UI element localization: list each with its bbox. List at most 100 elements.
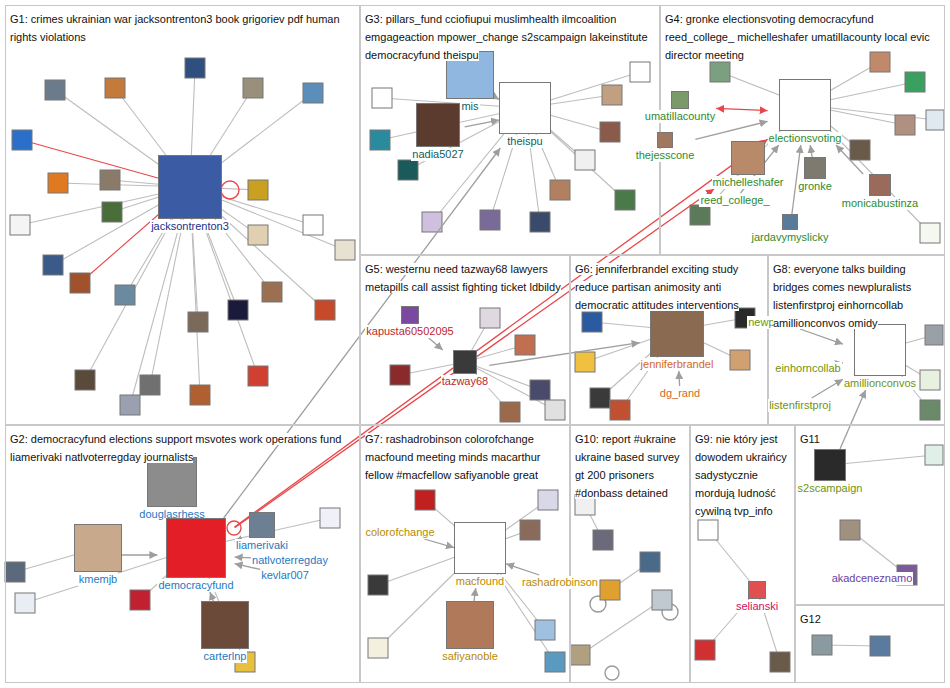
avatar-icon (320, 508, 340, 528)
avatar-icon (48, 173, 68, 193)
edge-connector (235, 189, 714, 528)
avatar-icon (590, 388, 610, 408)
avatar-icon (130, 590, 150, 610)
group-heading: G10: report #ukraine ukraine based surve… (575, 433, 680, 499)
vertex-node: electionsvoting (768, 79, 843, 145)
vertex-node: natlvoterregday (251, 553, 329, 567)
vertex-node: monicabustinza (841, 174, 919, 210)
vertex-node: amillionconvos (843, 324, 917, 390)
avatar-icon (731, 141, 765, 175)
vertex-node: democracyfund (157, 518, 234, 592)
edge-connector (678, 371, 680, 386)
group-panel: G12 (795, 605, 945, 683)
avatar-icon (140, 375, 160, 395)
spoke-line (580, 600, 662, 655)
avatar-icon (615, 190, 635, 210)
vertex-label: kevlar007 (260, 569, 310, 582)
vertex-node: macfound (454, 522, 506, 588)
avatar-icon (454, 522, 506, 574)
group-heading: G5: westernu need tazway68 lawyers metap… (365, 263, 561, 293)
avatar-icon (545, 652, 565, 672)
edge-connector (474, 588, 476, 601)
vertex-label: safiyanoble (441, 650, 499, 663)
edge-connector (235, 139, 768, 527)
group-panel: jenniferbrandeldg_randG6: jenniferbrande… (570, 255, 768, 425)
avatar-icon (515, 335, 535, 355)
vertex-label: electionsvoting (768, 132, 843, 145)
avatar-icon (926, 110, 944, 130)
avatar-icon (812, 635, 832, 655)
avatar-icon (248, 366, 268, 386)
vertex-label: mis (460, 100, 479, 113)
self-loop (221, 181, 239, 199)
avatar-icon (398, 160, 418, 180)
vertex-label: natlvoterregday (251, 554, 329, 567)
vertex-label: monicabustinza (841, 197, 919, 210)
avatar-icon (925, 445, 943, 465)
avatar-icon (600, 122, 620, 142)
vertex-label: rashadrobinson (521, 576, 599, 589)
avatar-icon (15, 593, 35, 613)
vertex-node: douglasrhess (138, 457, 205, 521)
group-panel: douglasrhessliamerivakinatlvoterregdayke… (5, 425, 360, 683)
avatar-icon (804, 157, 826, 179)
avatar-icon (158, 155, 222, 219)
edge-connector (840, 390, 866, 449)
avatar-icon (652, 590, 672, 610)
edge-connector (810, 145, 812, 157)
vertex-label: kmemjb (78, 573, 119, 586)
avatar-icon (575, 352, 595, 372)
avatar-icon (372, 88, 392, 108)
vertex-label: selianski (735, 600, 779, 613)
vertex-node: gronke (797, 157, 833, 193)
avatar-icon (582, 312, 602, 332)
avatar-icon (779, 79, 831, 131)
avatar-icon (535, 620, 555, 640)
avatar-icon (75, 370, 95, 390)
vertex-label: einhorncollab (774, 362, 841, 375)
edge-connector (235, 556, 251, 558)
avatar-icon (45, 80, 65, 100)
vertex-label: umatillacounty (644, 110, 716, 123)
avatar-icon (368, 575, 388, 595)
avatar-icon (190, 385, 210, 405)
vertex-node: thejesscone (635, 132, 696, 162)
edge-connector (424, 539, 454, 548)
vertex-label: gronke (797, 180, 833, 193)
vertex-label: amillionconvos (843, 377, 917, 390)
vertex-node: kapusta60502095 (365, 306, 454, 338)
avatar-icon (315, 300, 335, 320)
avatar-icon (920, 400, 940, 420)
vertex-label: nadia5027 (411, 148, 464, 161)
group-heading: G8: everyone talks building bridges come… (773, 263, 911, 329)
group-heading: G2: democracyfund elections support msvo… (10, 433, 341, 463)
vertex-label: michelleshafer (712, 176, 785, 189)
vertex-node: einhorncollab (774, 361, 841, 375)
group-heading: G12 (800, 613, 821, 625)
avatar-icon (188, 312, 208, 332)
avatar-icon (840, 520, 860, 540)
avatar-icon (870, 52, 890, 72)
avatar-icon (530, 212, 550, 232)
avatar-icon (854, 324, 906, 376)
vertex-label: jacksontrenton3 (150, 220, 230, 233)
vertex-label: jenniferbrandel (640, 358, 715, 371)
avatar-icon (671, 91, 689, 109)
group-heading: G6: jenniferbrandel exciting study reduc… (575, 263, 739, 311)
avatar-icon (303, 83, 323, 103)
group-panel: G10: report #ukraine ukraine based surve… (570, 425, 690, 683)
vertex-node: tazway68 (441, 350, 489, 388)
avatar-icon (814, 449, 846, 481)
vertex-node: s2scampaign (797, 449, 864, 495)
vertex-label: kapusta60502095 (365, 325, 454, 338)
group-panel: misnadia5027theispuG3: pillars_fund ccio… (360, 5, 660, 255)
group-heading: G3: pillars_fund cciofiupui muslimhealth… (365, 13, 648, 61)
avatar-icon (5, 562, 25, 582)
avatar-icon (243, 78, 263, 98)
vertex-node: safiyanoble (441, 601, 499, 663)
vertex-node: rashadrobinson (521, 575, 599, 589)
avatar-icon (147, 457, 197, 507)
avatar-icon (600, 580, 620, 600)
edge-connector (836, 145, 863, 174)
avatar-icon (530, 380, 550, 400)
